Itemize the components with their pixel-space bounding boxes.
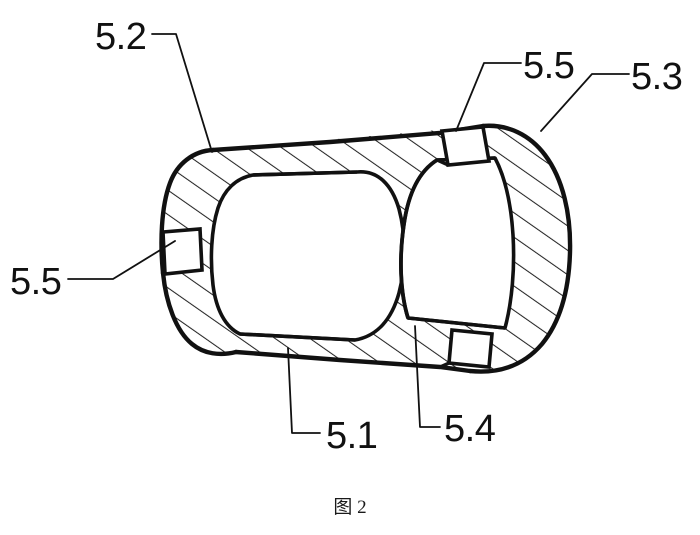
outer-contour-right-end-5-3 — [467, 123, 573, 374]
reference-label-5-4: 5.4 — [444, 408, 496, 450]
leader-lines-group — [67, 33, 630, 434]
leader-line-5-3 — [540, 73, 630, 132]
reference-label-5-1: 5.1 — [326, 415, 378, 457]
figure-caption: 图 2 — [333, 497, 367, 518]
left-cavity-void — [209, 170, 407, 342]
partition-wall-5-4 — [399, 158, 439, 319]
notch-5-5-top — [439, 125, 492, 167]
leader-line-5-5-left — [67, 240, 176, 280]
left-cavity-bottom-edge — [239, 332, 356, 342]
outer-contour-left-lower — [160, 270, 239, 357]
reference-label-5-5-top: 5.5 — [523, 45, 575, 87]
leader-line-5-5-top — [455, 62, 522, 132]
leader-line-5-2 — [151, 33, 213, 153]
inner-step-upper — [436, 158, 449, 167]
notch-5-5-left — [161, 227, 204, 276]
left-cavity-mouth-edge — [252, 170, 358, 177]
leader-line-5-1 — [287, 347, 321, 434]
outer-contour-top-5-2 — [159, 147, 216, 276]
reference-label-5-2: 5.2 — [95, 16, 147, 58]
reference-label-5-3: 5.3 — [631, 56, 683, 98]
leader-line-5-4 — [414, 325, 441, 428]
reference-label-5-5-left: 5.5 — [10, 261, 62, 303]
inner-step-lower — [439, 361, 450, 369]
notch-5-5-bottom — [447, 328, 494, 369]
right-cavity-bottom-edge — [407, 316, 506, 330]
